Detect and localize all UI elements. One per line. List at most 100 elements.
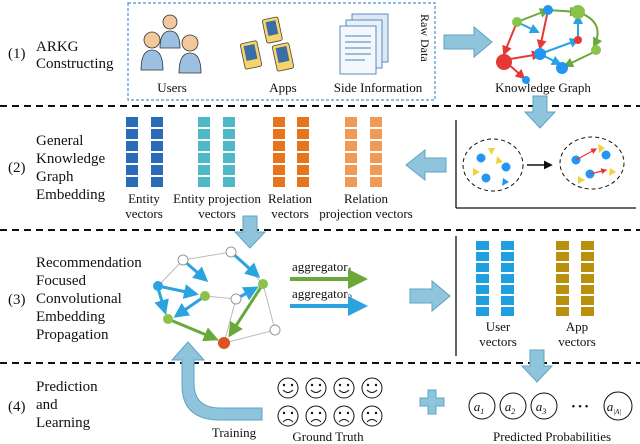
ground-truth-label: Ground Truth: [292, 429, 364, 444]
entity-projection-label-1: Entity projection: [173, 191, 261, 206]
knowledge-graph-label: Knowledge Graph: [495, 80, 591, 95]
side-information-label: Side Information: [334, 80, 423, 95]
probability-circles: a1 a2 a3 • • • a|A|: [468, 391, 633, 421]
relation-vectors-cell: [273, 117, 285, 127]
smiley-face-icon: [305, 377, 327, 399]
entity-projection-vectors-cell: [223, 141, 235, 151]
apps-icon: [239, 16, 295, 72]
relation-vectors-cell: [273, 129, 285, 139]
relation-vectors-label-1: Relation: [268, 191, 313, 206]
relation-projection-vectors-cell: [345, 117, 357, 127]
entity-projection-vectors-cell: [223, 117, 235, 127]
user-vectors-cell: [501, 285, 514, 294]
stage-4-label: (4) Prediction and Learning: [8, 379, 98, 431]
aggregator-1-label: aggregator: [292, 259, 348, 274]
app-vectors-cell: [581, 274, 594, 283]
user-vectors-cell: [476, 296, 489, 305]
svg-text:aggregator1: aggregator1: [292, 259, 352, 276]
user-vectors: [476, 241, 514, 316]
stage-2-number: (2): [8, 160, 26, 176]
user-vectors-cell: [476, 307, 489, 316]
relation-vectors-cell: [273, 165, 285, 175]
raw-data-label: Raw Data: [418, 14, 432, 62]
arrow-embedding-left: [405, 148, 447, 182]
relation-projection-vectors: [345, 117, 382, 187]
stage-3-line-5: Propagation: [36, 327, 109, 343]
apps-label: Apps: [269, 80, 296, 95]
user-vectors-cell: [476, 241, 489, 250]
sad-face-icon: [333, 405, 355, 427]
entity-vectors: [126, 117, 163, 187]
stage-2-line-1: General: [36, 133, 83, 149]
app-vectors-cell: [556, 296, 569, 305]
stage-1-number: (1): [8, 46, 26, 62]
app-vectors: [556, 241, 594, 316]
user-vectors-cell: [476, 274, 489, 283]
app-vectors-cell: [581, 263, 594, 272]
predicted-probabilities-label: Predicted Probabilities: [493, 429, 611, 444]
stage-4-line-1: Prediction: [36, 379, 98, 395]
smiley-face-icon: [361, 377, 383, 399]
entity-projection-vectors-cell: [223, 153, 235, 163]
aggregator-2: aggregator2: [290, 286, 368, 316]
entity-projection-vectors-cell: [223, 177, 235, 187]
stage-2-line-2: Knowledge: [36, 151, 105, 167]
user-vectors-cell: [501, 307, 514, 316]
app-vectors-cell: [581, 252, 594, 261]
app-vectors-label-2: vectors: [558, 334, 596, 349]
entity-vectors-cell: [151, 165, 163, 175]
entity-vectors-cell: [151, 129, 163, 139]
app-vectors-cell: [556, 274, 569, 283]
entity-projection-vectors-cell: [198, 141, 210, 151]
relation-projection-vectors-cell: [370, 177, 382, 187]
relation-vectors-cell: [273, 177, 285, 187]
users-label: Users: [157, 80, 187, 95]
stage-2-label: (2) General Knowledge Graph Embedding: [8, 133, 106, 203]
relation-projection-label-1: Relation: [344, 191, 389, 206]
svg-text:a2: a2: [505, 399, 516, 416]
users-icon: [140, 14, 202, 74]
documents-icon: [339, 13, 389, 75]
entity-vectors-cell: [126, 153, 138, 163]
arrow-kg-down: [523, 95, 557, 129]
svg-text:aggregator2: aggregator2: [292, 286, 352, 303]
smiley-face-icon: [333, 377, 355, 399]
relation-vectors-cell: [297, 177, 309, 187]
relation-vectors-cell: [297, 153, 309, 163]
entity-projection-vectors-cell: [198, 153, 210, 163]
stage-1-line-1: ARKG: [36, 39, 79, 55]
entity-vectors-cell: [126, 117, 138, 127]
sad-face-icon: [305, 405, 327, 427]
raw-data-box: [127, 2, 436, 101]
stage-3-line-2: Focused: [36, 273, 86, 289]
entity-vectors-label-1: Entity: [128, 191, 160, 206]
sad-face-icon: [361, 405, 383, 427]
entity-vectors-cell: [151, 141, 163, 151]
stage-3-number: (3): [8, 292, 26, 308]
app-vectors-cell: [581, 296, 594, 305]
app-vectors-cell: [581, 307, 594, 316]
arrow-propagation-right: [409, 279, 451, 313]
app-vectors-cell: [556, 252, 569, 261]
app-vectors-cell: [581, 241, 594, 250]
user-vectors-label-1: User: [486, 319, 511, 334]
arrow-raw-to-kg: [443, 25, 493, 59]
entity-vectors-cell: [126, 141, 138, 151]
svg-text:a|A|: a|A|: [607, 399, 622, 416]
app-vectors-cell: [556, 263, 569, 272]
stage-2-line-4: Embedding: [36, 187, 106, 203]
user-vectors-cell: [501, 274, 514, 283]
entity-vectors-cell: [126, 165, 138, 175]
aggregator-2-label: aggregator: [292, 286, 348, 301]
smiley-face-icon: [277, 377, 299, 399]
relation-projection-vectors-cell: [345, 177, 357, 187]
relation-vectors-cell: [273, 153, 285, 163]
aggregator-2-subscript: 2: [348, 293, 353, 303]
user-vectors-cell: [501, 252, 514, 261]
relation-vectors: [273, 117, 309, 187]
arrow-vectors-down: [520, 349, 554, 383]
user-vectors-cell: [476, 285, 489, 294]
entity-projection-vectors: [198, 117, 235, 187]
app-vectors-label-1: App: [566, 319, 588, 334]
